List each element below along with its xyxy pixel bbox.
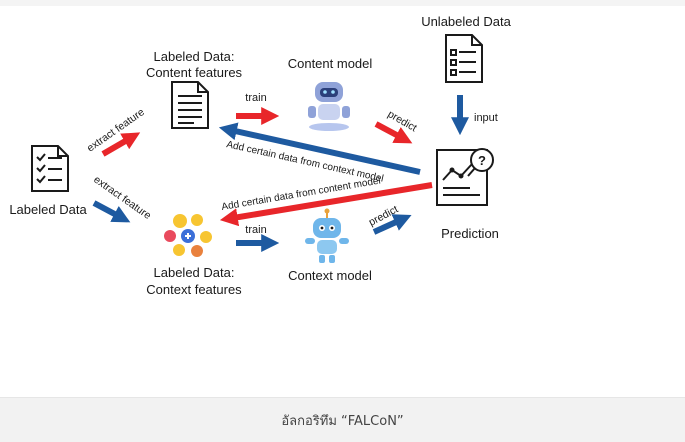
caption-bar: อัลกอริทึม “FALCoN” <box>0 397 685 442</box>
extract-feature-arrow-top: extract feature <box>85 106 147 157</box>
input-arrow: input <box>451 95 498 136</box>
content-model-label: Content model <box>288 56 373 71</box>
form-document-icon <box>445 34 483 83</box>
robot-icon <box>308 82 350 131</box>
extract-feature-arrow-bottom: extract feature <box>91 174 153 223</box>
train-arrow-bottom: train <box>236 224 280 252</box>
context-model-label: Context model <box>288 268 372 283</box>
train-label-bottom: train <box>245 224 266 236</box>
emoji-reactions-icon <box>164 214 212 257</box>
unlabeled-data-label: Unlabeled Data <box>421 14 511 29</box>
train-label-top: train <box>245 92 266 104</box>
figure-caption: อัลกอริทึม “FALCoN” <box>281 413 404 429</box>
labeled-data-node: Labeled Data <box>9 145 87 217</box>
content-model-node: Content model <box>288 56 373 131</box>
prediction-label: Prediction <box>441 226 499 241</box>
checklist-document-icon <box>31 145 69 192</box>
top-strip <box>0 0 685 6</box>
robot-icon <box>305 208 349 263</box>
predict-arrow-bottom: predict <box>367 203 412 235</box>
unlabeled-data-node: Unlabeled Data <box>421 14 512 83</box>
content-features-node: Labeled Data: Content features <box>146 49 243 129</box>
content-features-subtitle: Content features <box>146 65 243 80</box>
context-features-subtitle: Context features <box>146 282 242 297</box>
content-features-title: Labeled Data: <box>154 49 235 64</box>
context-features-node: Labeled Data: Context features <box>146 214 242 297</box>
svg-text:?: ? <box>478 153 486 168</box>
prediction-node: ? Prediction <box>436 148 499 241</box>
falcon-diagram: Labeled Data Labeled Data: Content featu… <box>0 6 685 396</box>
report-analysis-icon: ? <box>436 148 494 206</box>
context-features-title: Labeled Data: <box>154 265 235 280</box>
input-label: input <box>474 112 498 124</box>
context-model-node: Context model <box>288 208 372 283</box>
train-arrow-top: train <box>236 92 280 125</box>
predict-arrow-top: predict <box>374 108 419 144</box>
document-icon <box>171 81 209 129</box>
labeled-data-label: Labeled Data <box>9 202 87 217</box>
add-from-context-arrow: Add certain data from context model <box>218 122 421 185</box>
